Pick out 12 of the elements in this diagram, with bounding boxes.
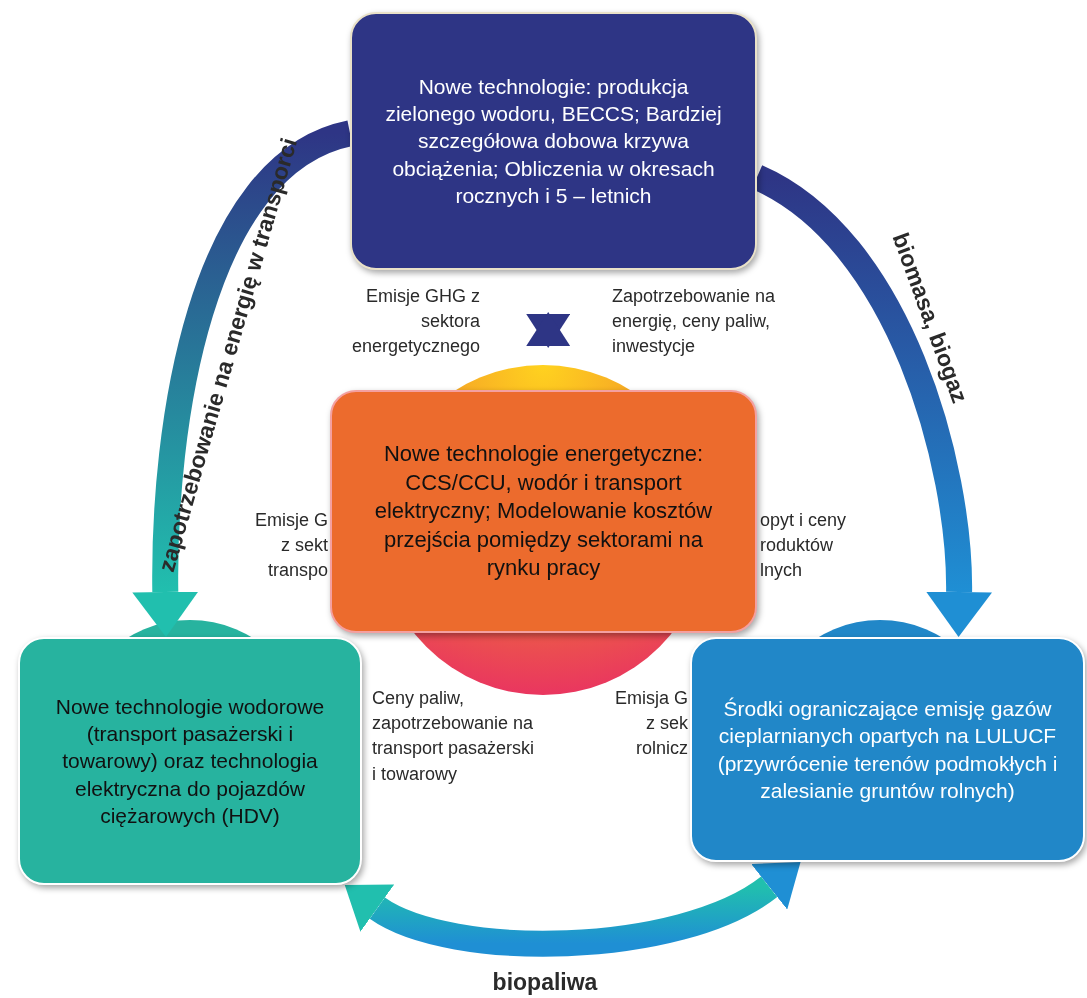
edge-label: biopaliwa	[492, 968, 598, 996]
rounded-box: Nowe technologie wodorowe (transport pasażerski i towarowy) oraz technologia elektryczna do pojazdów ciężarowych (HDV)	[18, 637, 362, 885]
flow-note: Ceny paliw, zapotrzebowanie na transport pasażerski i towarowy	[372, 687, 536, 786]
flow-note: opyt i ceny roduktów lnych	[760, 509, 848, 583]
rounded-box: Nowe technologie energetyczne: CCS/CCU, wodór i transport elektryczny; Modelowanie kosztów przejścia pomiędzy sektorami na rynku pracy	[330, 390, 757, 633]
flow-note: Zapotrzebowanie na energię, ceny paliw, inwestycje	[612, 285, 777, 359]
flow-note: Emisje G z sekt transpo	[254, 509, 328, 583]
flow-note: Emisje GHG z sektora energetycznego	[350, 285, 480, 359]
rounded-box: Środki ograniczające emisję gazów cieplarnianych opartych na LULUCF (przywrócenie terenów podmokłych i zalesianie gruntów rolnych)	[690, 637, 1085, 862]
rounded-box: Nowe technologie: produkcja zielonego wodoru, BECCS; Bardziej szczegółowa dobowa krzywa obciążenia; Obliczenia w okresach rocznych i 5 – letnich	[350, 12, 757, 270]
flow-note: Emisja G z sek rolnicz	[614, 687, 688, 761]
arrow	[342, 862, 803, 957]
